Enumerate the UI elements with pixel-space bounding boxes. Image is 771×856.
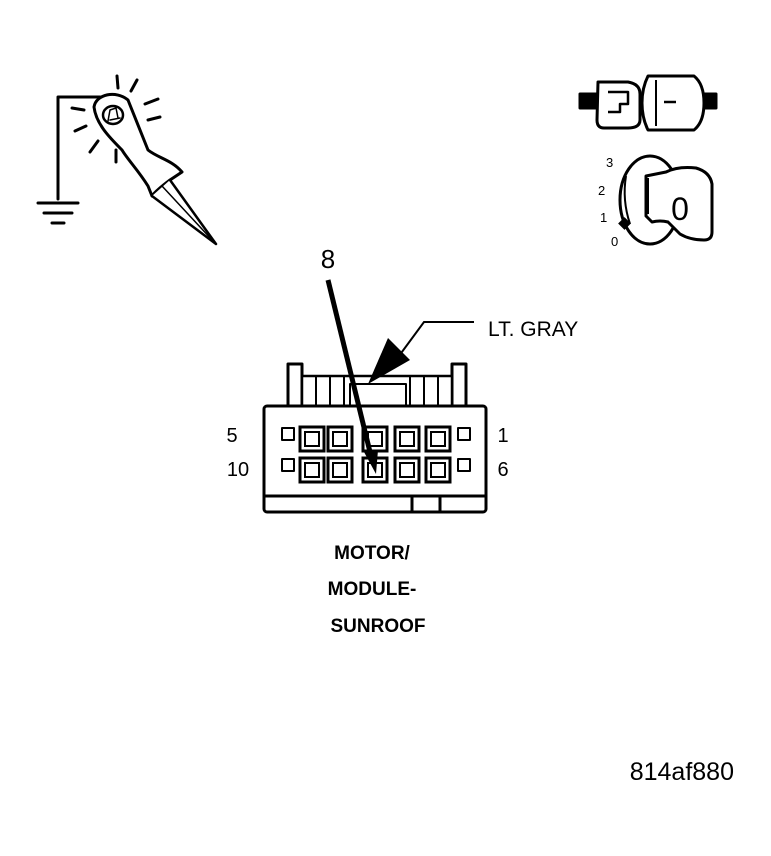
key-position-2: 2 — [598, 183, 605, 198]
callout-pin-number: 8 — [321, 244, 335, 274]
component-name-line-3: SUNROOF — [331, 616, 426, 637]
connector-cavity-inner — [304, 462, 320, 478]
ground-probe-icon — [36, 74, 218, 246]
disconnect-connector-icon — [578, 74, 718, 132]
connector-cavity — [393, 425, 421, 453]
connector-cavity — [298, 456, 326, 484]
pin-label-6: 6 — [497, 459, 508, 481]
connector-cavity — [326, 425, 354, 453]
pin-callout-arrow — [325, 279, 378, 474]
key-position-1: 1 — [600, 210, 607, 225]
key-current-position: 0 — [671, 191, 689, 227]
connector-cavity-inner — [332, 431, 348, 447]
connector-cavity — [393, 456, 421, 484]
connector-cavity-inner — [332, 462, 348, 478]
component-name-line-2: MODULE- — [328, 579, 417, 600]
connector-cavity — [326, 456, 354, 484]
pin-label-1: 1 — [497, 425, 508, 447]
wire-color-leader — [368, 321, 474, 384]
connector-cavity — [298, 425, 326, 453]
connector-cavity-inner — [304, 431, 320, 447]
connector-cavity-inner — [399, 431, 415, 447]
component-name-line-1: MOTOR/ — [334, 543, 410, 564]
pin-label-5: 5 — [226, 425, 237, 447]
connector-cavity — [424, 425, 452, 453]
connector-cavities — [298, 425, 452, 484]
key-position-3: 3 — [606, 155, 613, 170]
figure-id: 814af880 — [630, 758, 734, 786]
connector-cavity-inner — [430, 462, 446, 478]
ignition-key-icon: 3 2 1 0 0 — [598, 154, 714, 249]
connector-cavity-inner — [399, 462, 415, 478]
pin-label-10: 10 — [227, 459, 249, 481]
connector-cavity — [424, 456, 452, 484]
connector-cavity-inner — [430, 431, 446, 447]
wire-color-label: LT. GRAY — [488, 318, 578, 341]
key-position-0: 0 — [611, 234, 618, 249]
